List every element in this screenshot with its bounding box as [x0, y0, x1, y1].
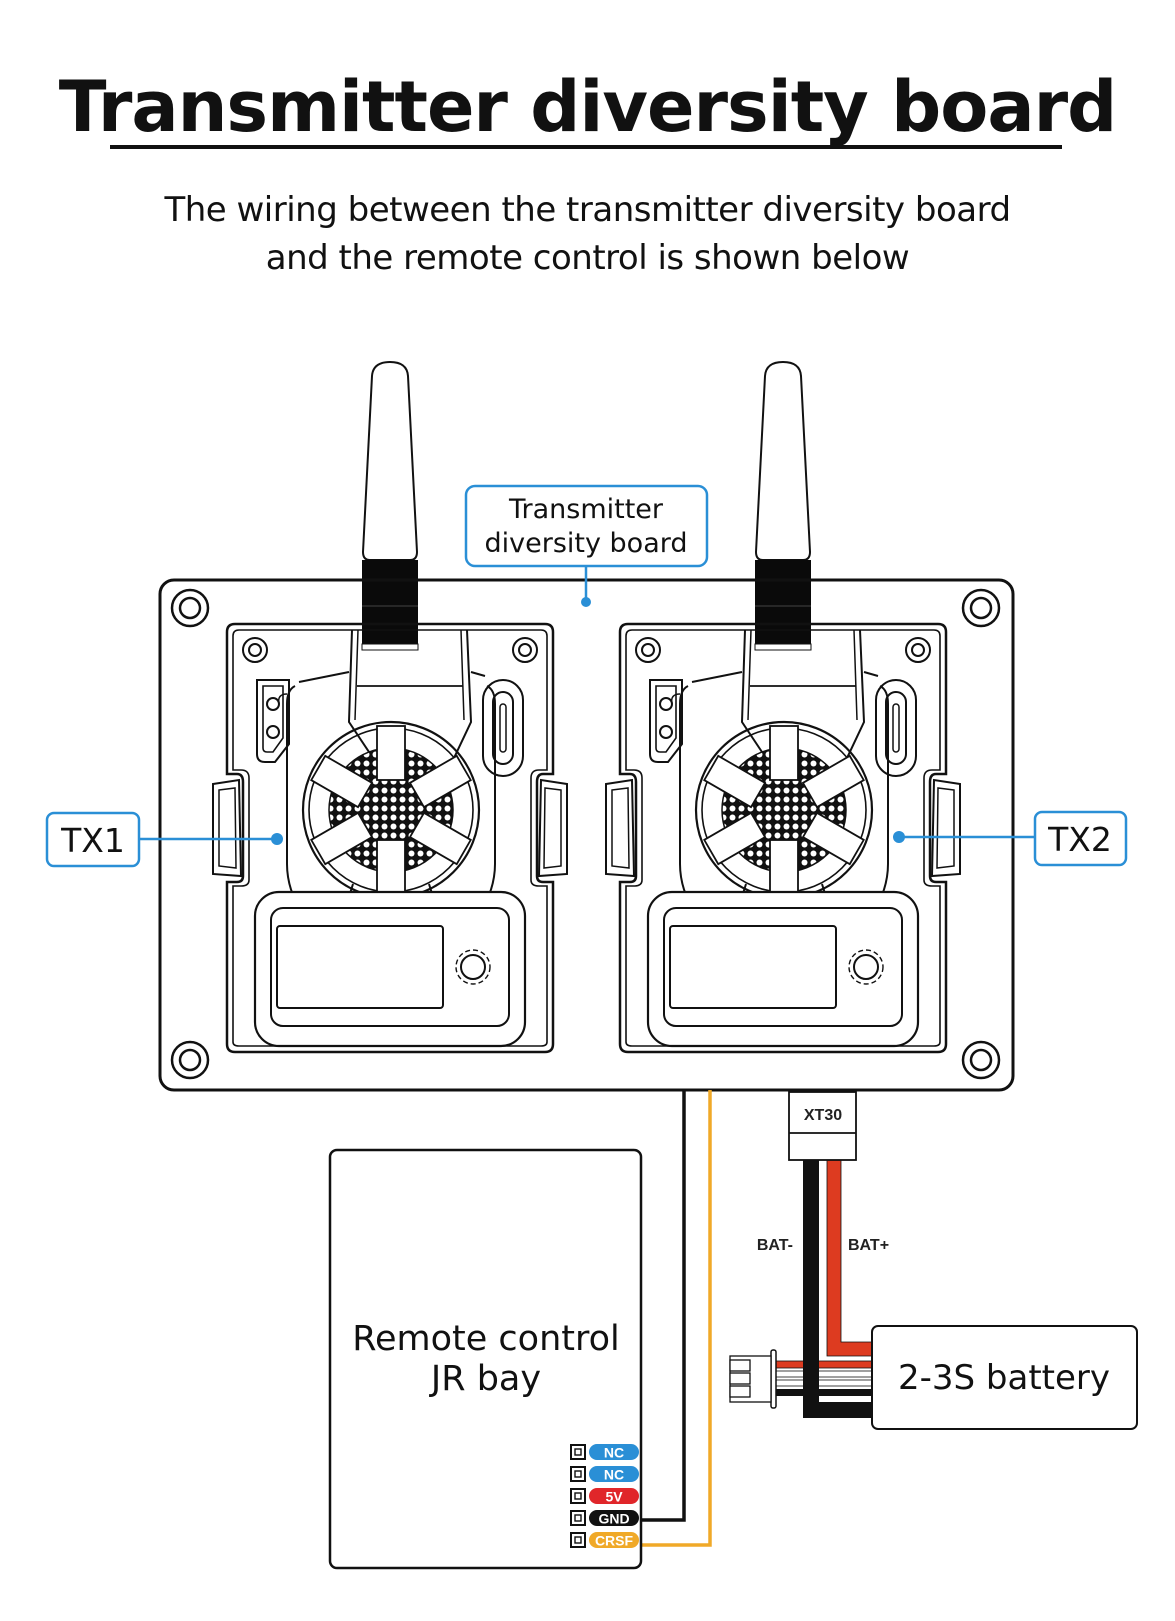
- antenna-tx2: [754, 361, 812, 651]
- balance-connector: [729, 1349, 777, 1409]
- crsf-wire: [636, 1090, 712, 1547]
- antenna-tx1: [361, 361, 419, 651]
- pin-label: NC: [604, 1445, 624, 1461]
- pin-socket-icon: [570, 1510, 586, 1526]
- tx2-callout: TX2: [893, 810, 1128, 867]
- tx1-label: TX1: [60, 821, 125, 860]
- pin-badge: [589, 1488, 639, 1504]
- pin-label: CRSF: [595, 1533, 634, 1549]
- pin-socket-icon: [570, 1488, 586, 1504]
- title-underline: [110, 145, 1062, 149]
- diversity-board: [158, 578, 1015, 1092]
- board-callout-line-1: Transmitter: [508, 494, 664, 525]
- pin-badge: [589, 1466, 639, 1482]
- tx2-label: TX2: [1047, 820, 1112, 859]
- mount-hole-tr: [961, 588, 1001, 628]
- pin-badge: [589, 1532, 639, 1548]
- gnd-wire: [636, 1090, 686, 1522]
- jr-pin-crsf: CRSF: [570, 1532, 639, 1549]
- power-wiring: XT30 BAT- BAT+ 2-3S battery: [729, 1091, 1138, 1430]
- mount-hole-bl: [170, 1040, 210, 1080]
- mount-hole-tl: [170, 588, 210, 628]
- jr-pin-5v: 5V: [570, 1488, 639, 1505]
- tx2-callout-box: [1033, 810, 1128, 867]
- tx2-callout-dot: [893, 831, 905, 843]
- subtitle-line-1: The wiring between the transmitter diver…: [164, 190, 1011, 230]
- battery-label: 2-3S battery: [898, 1358, 1110, 1398]
- jr-pin-list: NC NC 5V GND CRSF: [570, 1444, 639, 1549]
- board-callout: Transmitter diversity board: [464, 484, 709, 607]
- tx1-callout-dot: [271, 833, 283, 845]
- subtitle-line-2: and the remote control is shown below: [265, 238, 910, 278]
- pin-badge: [589, 1510, 639, 1526]
- xt30-connector: XT30: [788, 1091, 857, 1161]
- jr-pin-nc: NC: [570, 1444, 639, 1461]
- pin-label: 5V: [605, 1489, 623, 1505]
- page-title: Transmitter diversity board: [58, 66, 1117, 148]
- pin-socket-icon: [570, 1532, 586, 1548]
- remote-control-label-1: Remote control: [352, 1319, 620, 1359]
- pin-socket-icon: [570, 1444, 586, 1460]
- pin-label: NC: [604, 1467, 624, 1483]
- battery: 2-3S battery: [871, 1325, 1138, 1430]
- pin-socket-icon: [570, 1466, 586, 1482]
- bat-plus-wire: [827, 1160, 874, 1356]
- remote-control-jr-bay: Remote control JR bay NC NC 5V GND CRSF: [328, 1148, 643, 1570]
- jr-pin-nc: NC: [570, 1466, 639, 1483]
- tx1-callout: TX1: [45, 811, 283, 868]
- bat-plus-label: BAT+: [848, 1237, 889, 1254]
- xt30-label: XT30: [804, 1107, 842, 1124]
- pin-badge: [589, 1444, 639, 1460]
- remote-control-label-2: JR bay: [429, 1359, 541, 1399]
- bat-minus-label: BAT-: [757, 1237, 793, 1254]
- jr-pin-gnd: GND: [570, 1510, 639, 1527]
- board-callout-dot: [581, 597, 591, 607]
- subtitle: The wiring between the transmitter diver…: [0, 186, 1175, 282]
- mount-hole-br: [961, 1040, 1001, 1080]
- board-callout-line-2: diversity board: [484, 528, 687, 559]
- pin-label: GND: [598, 1511, 629, 1527]
